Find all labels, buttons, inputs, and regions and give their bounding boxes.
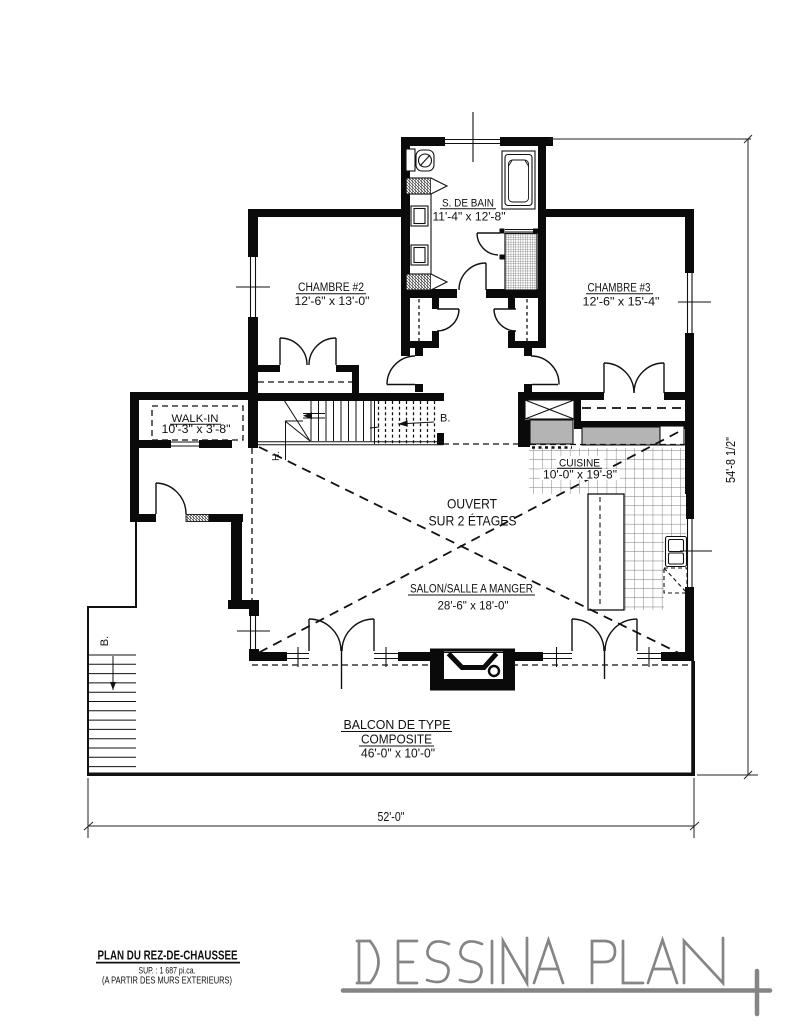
svg-text:28'-6" x 18'-0": 28'-6" x 18'-0" <box>438 599 509 613</box>
svg-text:COMPOSITE: COMPOSITE <box>361 732 432 747</box>
svg-text:WALK-IN: WALK-IN <box>172 413 219 425</box>
svg-text:BALCON DE TYPE: BALCON DE TYPE <box>344 717 451 732</box>
svg-text:H.: H. <box>271 451 282 461</box>
svg-text:54'-8 1/2": 54'-8 1/2" <box>724 437 738 483</box>
svg-text:S. DE BAIN: S. DE BAIN <box>442 198 494 210</box>
svg-text:CHAMBRE #2: CHAMBRE #2 <box>298 282 364 294</box>
svg-text:CHAMBRE #3: CHAMBRE #3 <box>588 283 651 295</box>
svg-text:52'-0": 52'-0" <box>378 810 405 824</box>
svg-text:B.: B. <box>99 636 111 646</box>
svg-text:12'-6" x 15'-4": 12'-6" x 15'-4" <box>583 295 660 309</box>
svg-text:46'-0" x 10'-0": 46'-0" x 10'-0" <box>361 747 435 761</box>
svg-text:10'-3" x 3'-8": 10'-3" x 3'-8" <box>162 422 231 436</box>
svg-text:CUISINE: CUISINE <box>559 457 600 469</box>
svg-text:12'-6" x 13'-0": 12'-6" x 13'-0" <box>295 294 370 308</box>
svg-text:10'-0" x 19'-8": 10'-0" x 19'-8" <box>543 468 617 482</box>
svg-text:SALON/SALLE A MANGER: SALON/SALLE A MANGER <box>410 584 533 596</box>
svg-text:(A PARTIR DES MURS EXTERIEURS): (A PARTIR DES MURS EXTERIEURS) <box>102 976 232 987</box>
svg-text:11'-4" x 12'-8": 11'-4" x 12'-8" <box>433 210 506 224</box>
svg-text:SUP. : 1 687 pi.ca.: SUP. : 1 687 pi.ca. <box>139 966 196 977</box>
svg-text:B.: B. <box>440 413 450 425</box>
svg-text:OUVERT: OUVERT <box>447 496 497 512</box>
svg-text:SUR 2 ÉTAGES: SUR 2 ÉTAGES <box>429 513 517 529</box>
svg-text:PLAN DU REZ-DE-CHAUSSEE: PLAN DU REZ-DE-CHAUSSEE <box>98 948 238 963</box>
